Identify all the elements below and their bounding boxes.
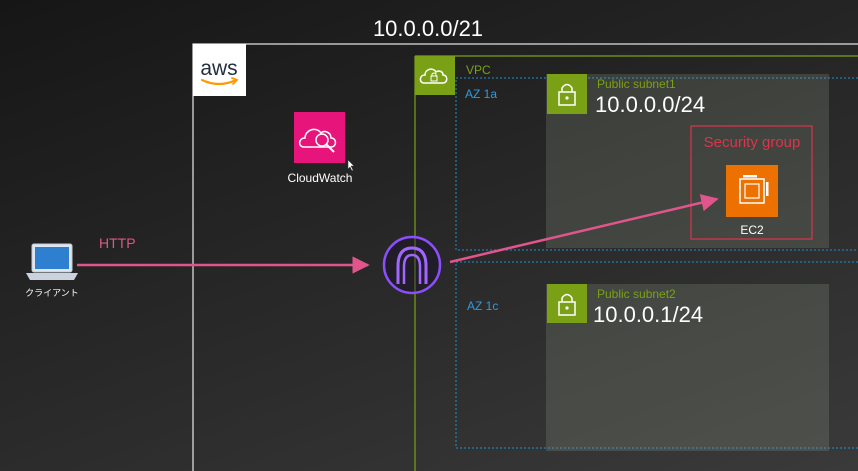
- public-subnet-1-lock-icon: [558, 83, 576, 106]
- vpc-group: VPC: [414, 55, 858, 471]
- public-subnet-2-group: Public subnet2 10.0.0.1/24: [546, 284, 829, 451]
- connections: HTTP: [77, 194, 719, 274]
- ec2-label: EC2: [740, 223, 764, 237]
- public-subnet-1-cidr: 10.0.0.0/24: [595, 92, 705, 117]
- client-group: クライアント: [25, 243, 79, 298]
- diagram-title: 10.0.0.0/21: [373, 16, 483, 41]
- aws-smile-arrow-icon: [231, 77, 239, 85]
- internet-gateway[interactable]: [382, 235, 442, 295]
- http-label: HTTP: [99, 235, 136, 251]
- aws-logo-tile: [193, 44, 246, 96]
- vpc-cloud-lock-icon: [419, 68, 448, 84]
- ec2-instance[interactable]: EC2: [726, 165, 778, 237]
- ec2-chip-icon: [739, 175, 769, 204]
- public-subnet-2-area: [546, 284, 829, 451]
- aws-cloud-border: [192, 43, 858, 471]
- az-1c-label: AZ 1c: [467, 299, 498, 313]
- cloudwatch-service[interactable]: CloudWatch: [288, 112, 353, 185]
- az-1c-group: AZ 1c: [455, 261, 858, 449]
- laptop-icon: [26, 243, 78, 280]
- az-1a-border: [455, 77, 858, 251]
- public-subnet-1-name: Public subnet1: [597, 77, 676, 91]
- mouse-cursor-icon: [347, 159, 355, 172]
- ec2-tile: [726, 165, 778, 217]
- vpc-label: VPC: [466, 63, 491, 77]
- cloudwatch-label: CloudWatch: [288, 171, 353, 185]
- internet-gateway-ring: [382, 235, 442, 295]
- aws-smile-icon: [200, 78, 238, 86]
- az-1a-label: AZ 1a: [465, 87, 497, 101]
- public-subnet-1-group: Public subnet1 10.0.0.0/24: [546, 74, 829, 248]
- security-group-border: [690, 125, 813, 240]
- public-subnet-2-name: Public subnet2: [597, 287, 676, 301]
- aws-cloud-group: aws: [192, 43, 858, 471]
- internet-gateway-arch-icon: [396, 246, 428, 284]
- public-subnet-1-area: [546, 74, 829, 248]
- az-1c-border: [455, 261, 858, 449]
- az-1a-group: AZ 1a: [455, 77, 858, 251]
- security-group-label: Security group: [704, 134, 801, 151]
- igw-to-ec2-arrow: [449, 194, 719, 264]
- public-subnet-2-icon-tile: [547, 284, 587, 323]
- security-group: Security group: [690, 125, 813, 240]
- public-subnet-1-icon-tile: [547, 74, 587, 114]
- client-label: クライアント: [25, 288, 79, 298]
- aws-logo-text: aws: [200, 57, 237, 80]
- public-subnet-2-cidr: 10.0.0.1/24: [593, 302, 703, 327]
- public-subnet-2-lock-icon: [558, 293, 576, 316]
- cloudwatch-icon: [298, 128, 337, 153]
